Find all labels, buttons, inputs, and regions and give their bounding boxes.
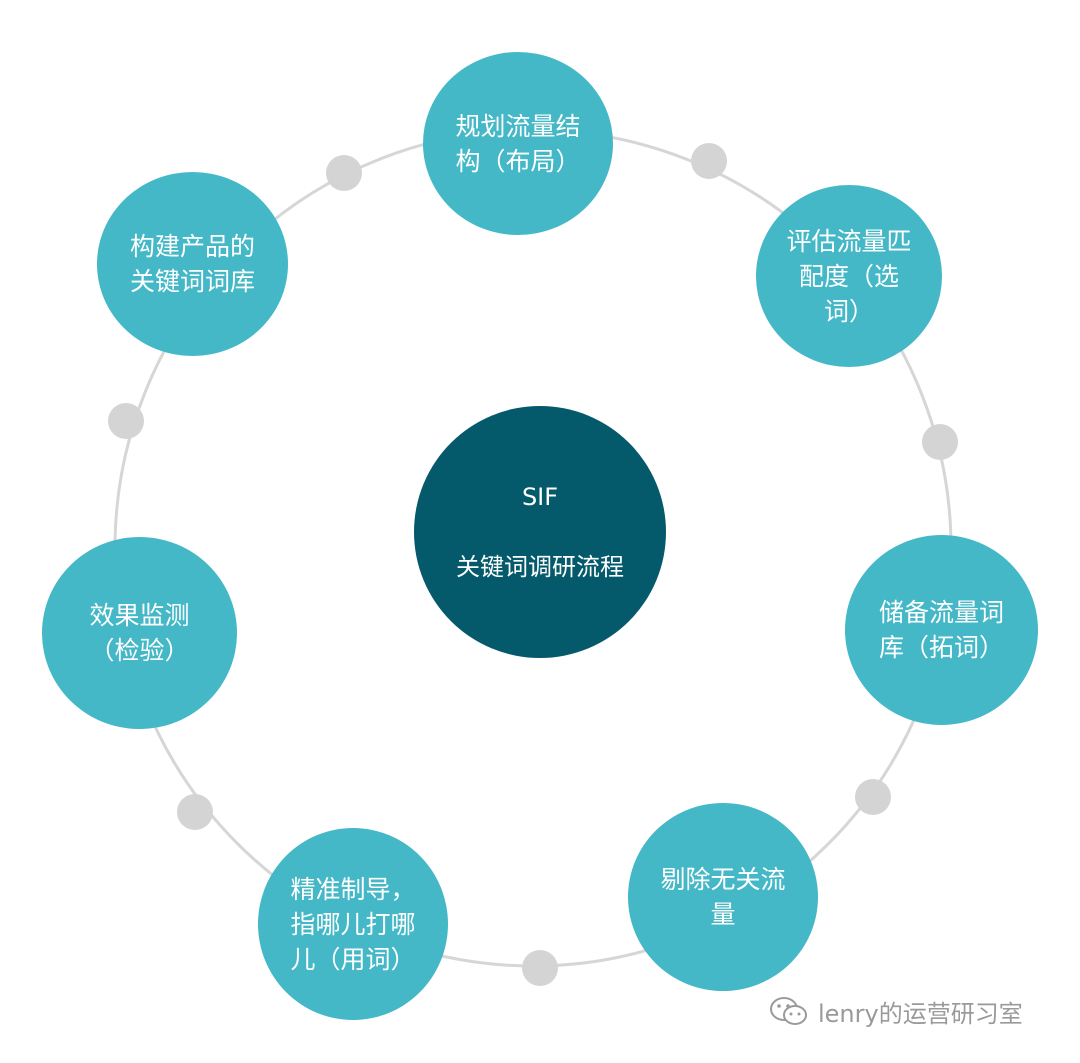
step-node-reserve-library: 储备流量词 库（拓词） <box>845 535 1038 725</box>
center-hub: SIF 关键词调研流程 <box>414 406 666 658</box>
wechat-icon <box>770 996 807 1025</box>
connector-dot <box>326 155 362 191</box>
step-node-monitor: 效果监测 （检验） <box>42 537 237 729</box>
step-node-build-library: 构建产品的 关键词词库 <box>97 172 288 356</box>
step-node-remove-irrelevant: 剔除无关流 量 <box>628 803 818 991</box>
connector-dot <box>108 403 144 439</box>
step-node-precise-use: 精准制导， 指哪儿打哪 儿（用词） <box>258 828 448 1020</box>
watermark-text: lenry的运营研习室 <box>818 1000 1023 1028</box>
connector-dot <box>922 424 958 460</box>
connector-dot <box>855 779 891 815</box>
center-title: SIF <box>521 482 559 511</box>
center-subtitle: 关键词调研流程 <box>456 552 624 581</box>
connector-dot <box>177 794 213 830</box>
step-node-plan-structure: 规划流量结 构（布局） <box>423 52 613 235</box>
connector-dot <box>522 950 558 986</box>
watermark: lenry的运营研习室 <box>768 994 1023 1029</box>
connector-dot <box>691 143 727 179</box>
step-node-evaluate-match: 评估流量匹 配度（选 词） <box>756 185 942 367</box>
